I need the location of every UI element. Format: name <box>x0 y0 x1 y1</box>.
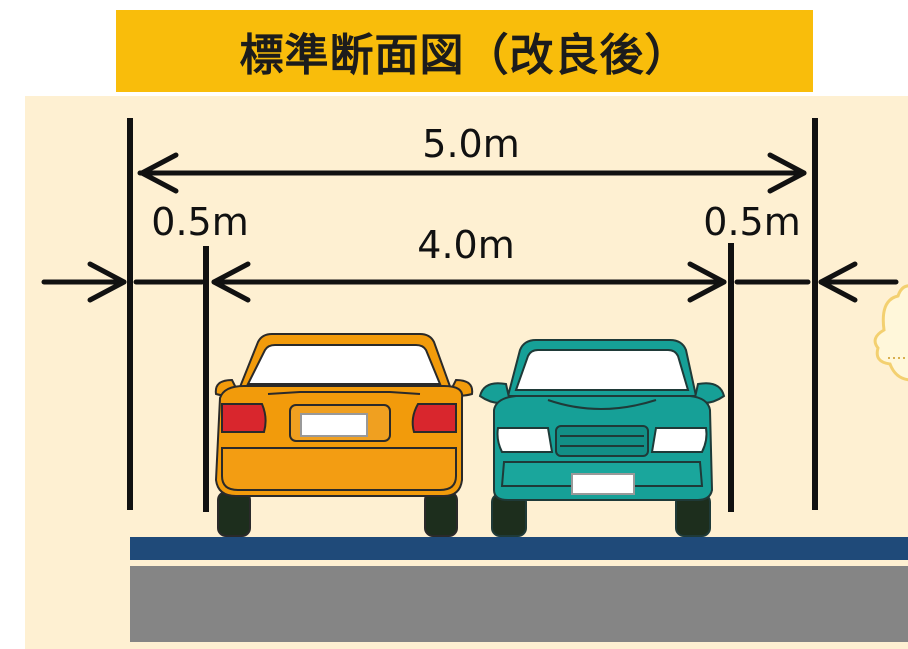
carriageway-width-label: 4.0m <box>417 223 514 267</box>
road-base <box>130 566 908 642</box>
dimension-arrows <box>41 152 899 303</box>
left-shoulder-label: 0.5m <box>151 200 248 244</box>
total-width-label: 5.0m <box>422 122 519 166</box>
tire <box>424 491 458 537</box>
orange-car-rear <box>214 333 474 537</box>
license-plate <box>571 473 635 495</box>
boundary-lines <box>127 118 818 512</box>
teal-car-front <box>478 339 726 537</box>
right-shoulder-label: 0.5m <box>703 200 800 244</box>
speech-bubble-badge <box>873 284 908 382</box>
license-plate <box>300 413 368 437</box>
tire <box>217 491 251 537</box>
title-banner: 標準断面図（改良後） <box>116 10 813 92</box>
road-stripe <box>130 537 908 560</box>
diagram-title: 標準断面図（改良後） <box>239 30 690 81</box>
